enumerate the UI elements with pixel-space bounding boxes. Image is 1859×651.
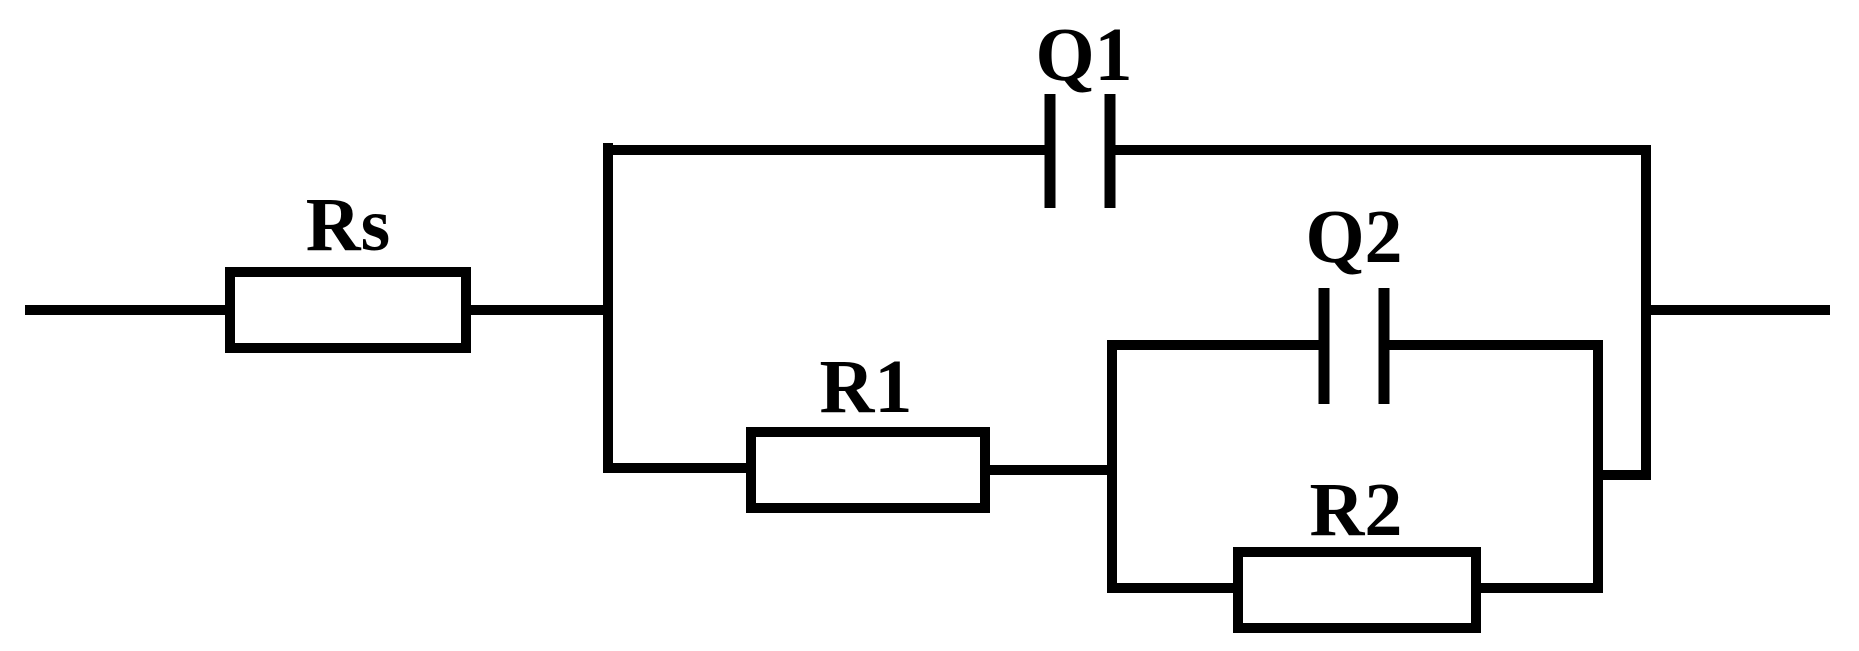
label-r2: R2: [1310, 468, 1403, 552]
label-r1: R1: [820, 345, 913, 429]
capacitor-q2: [1318, 288, 1390, 404]
label-rs: Rs: [306, 183, 390, 267]
resistor-r2: [1233, 547, 1481, 633]
capacitor-q1: [1044, 94, 1116, 208]
resistor-r1: [746, 427, 990, 513]
wires: [25, 143, 1830, 593]
label-q2: Q2: [1305, 195, 1402, 279]
label-q1: Q1: [1035, 13, 1132, 97]
resistor-rs: [225, 267, 471, 353]
